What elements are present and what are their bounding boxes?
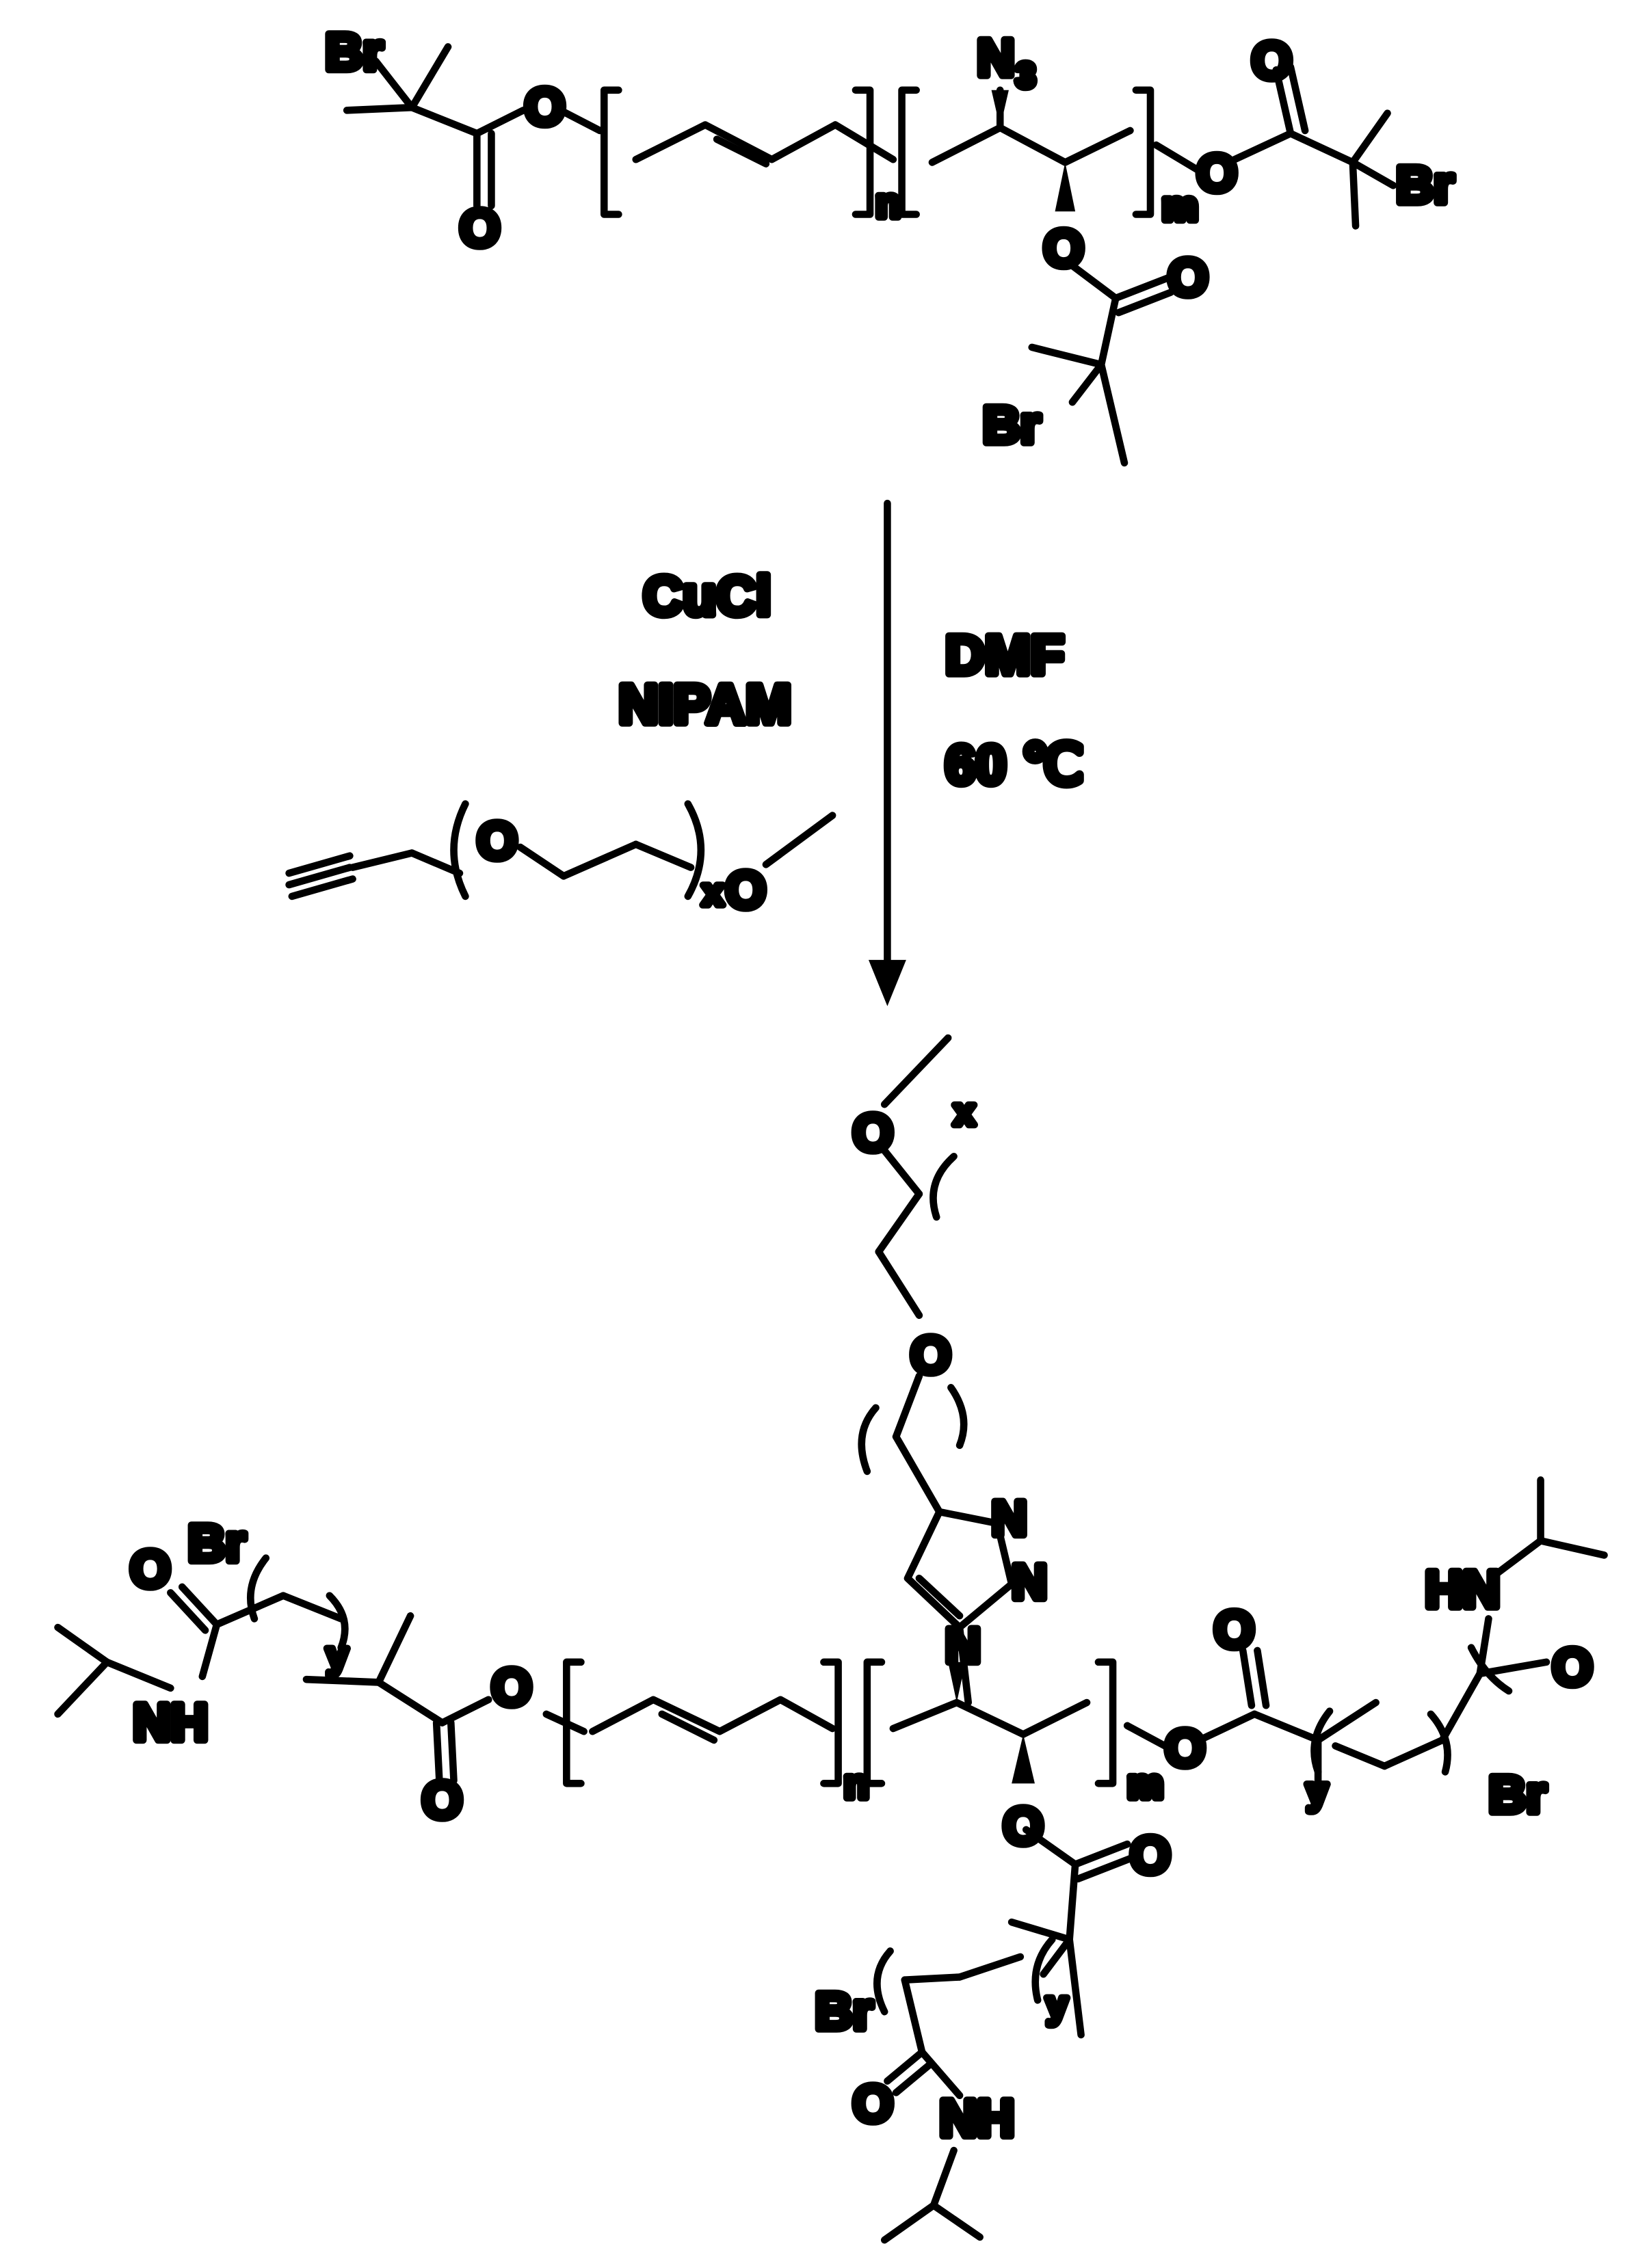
subscript-m-2: m [1127,1761,1163,1806]
reagent-cucl: CuCl [643,565,771,627]
subscript-n-2: n [844,1761,869,1806]
atom-br-3: Br [983,396,1041,454]
atom-o-peg-1: O [477,812,517,870]
atom-o-3: O [1197,145,1237,203]
atom-o-p10: O [1130,1826,1170,1884]
subscript-y-2: y [1306,1770,1328,1812]
atom-o-p11: O [853,2075,893,2133]
atom-o-peg-2: O [726,862,766,920]
atom-o-p4: O [491,1659,531,1717]
atom-o-1: O [525,79,565,137]
atom-o-p5: O [422,1772,462,1830]
alkyne-peg-reagent [285,800,836,900]
atom-n3: N [977,29,1014,88]
solvent-dmf: DMF [945,624,1064,686]
starting-polymer [343,43,1397,467]
atom-o-p6: O [1165,1720,1205,1778]
atom-o-6: O [1167,249,1208,307]
subscript-y-3: y [1046,1984,1068,2026]
atom-br-2: Br [1396,157,1454,215]
atom-n3-subscript: 3 [1016,56,1035,95]
atom-nh-p2: NH [939,2090,1014,2148]
reaction-arrow [868,499,906,1006]
subscript-x-2: x [954,1091,975,1133]
subscript-x-1: x [702,871,724,913]
atom-o-p8: O [1552,1639,1592,1697]
reagent-nipam: NIPAM [618,673,791,735]
atom-o-5: O [1044,220,1084,278]
atom-o-4: O [1252,32,1292,90]
product-polymer [54,1034,1608,2244]
atom-n-triazole-3: N [945,1618,981,1673]
atom-br-1: Br [325,23,383,81]
atom-o-p3: O [130,1540,170,1599]
atom-hn-p1: HN [1425,1561,1500,1619]
atom-o-p2: O [910,1326,951,1385]
atom-o-p1: O [853,1104,893,1162]
subscript-y-1: y [327,1633,348,1676]
atom-n-triazole-1: N [992,1491,1027,1546]
atom-br-p3: Br [815,1983,873,2041]
atom-br-p2: Br [1488,1766,1546,1824]
subscript-n-1: n [876,181,901,226]
subscript-m-1: m [1162,183,1198,229]
atom-o-2: O [460,200,500,258]
atom-o-p7: O [1214,1601,1254,1659]
atom-br-p1: Br [188,1515,246,1573]
temperature: 60 ℃ [945,734,1083,796]
atom-nh-p1: NH [133,1694,208,1752]
atom-n-triazole-2: N [1012,1555,1047,1610]
atom-o-p9: O [1003,1798,1043,1856]
